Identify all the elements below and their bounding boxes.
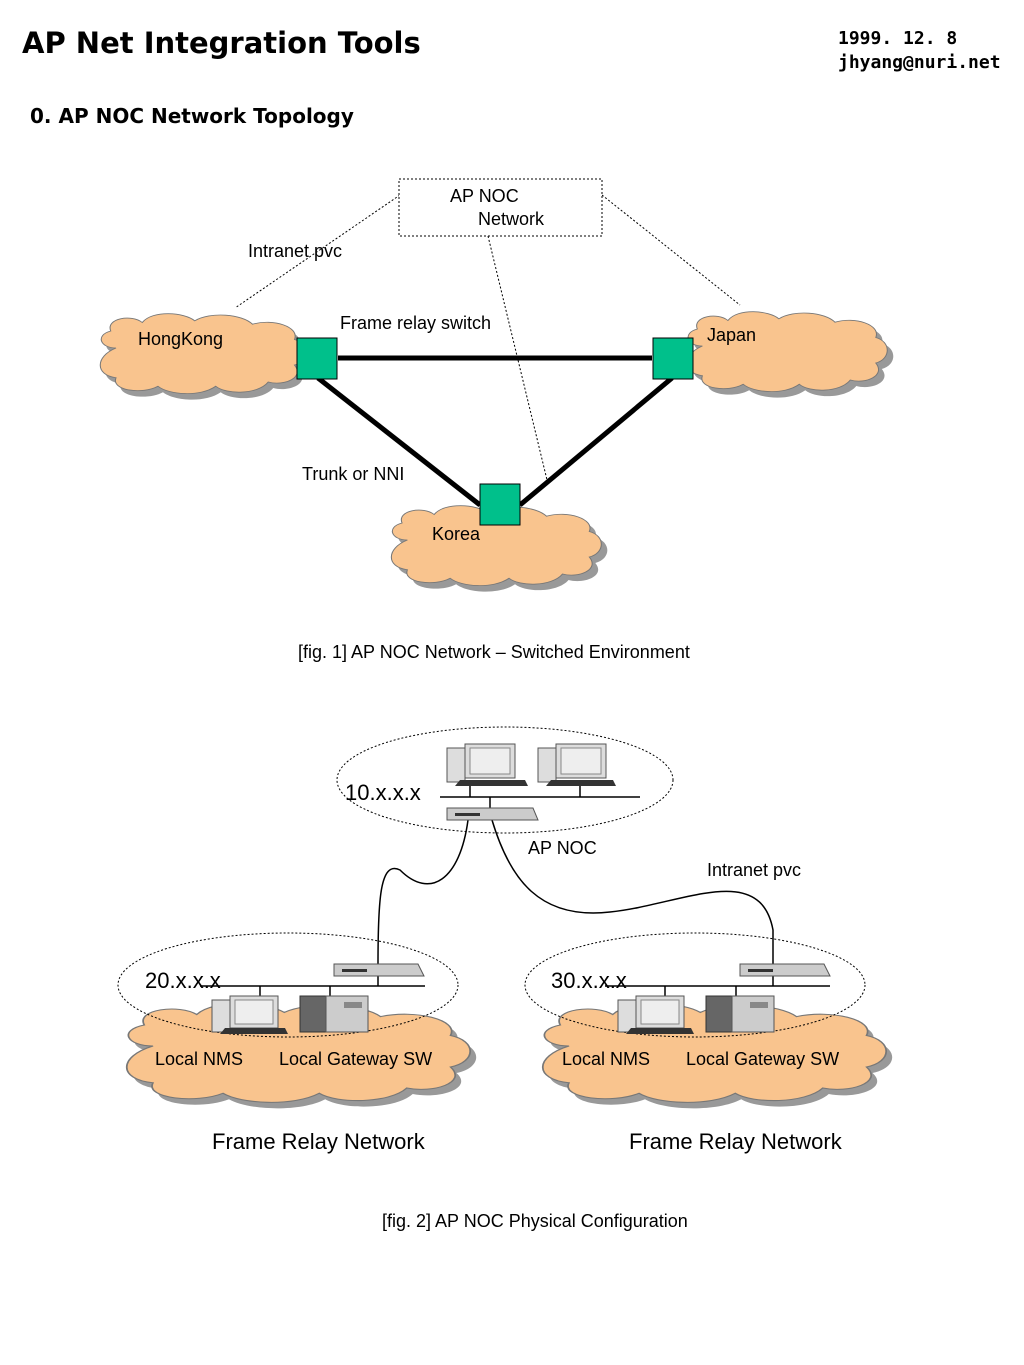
noc-subnet-label: 10.x.x.x [345,780,421,805]
noc-subnet-ellipse [336,726,674,834]
noc-box-label-2: Network [478,209,545,229]
page-title: AP Net Integration Tools [22,26,421,60]
pvc-line-hongkong [234,194,401,309]
japan-label: Japan [707,325,757,345]
noc-workstation-2 [537,743,616,786]
right-gateway-server [705,995,775,1033]
link-noc-left [377,819,469,965]
intranet-pvc-label: Intranet pvc [248,241,343,261]
right-nms-workstation [617,995,694,1034]
left-frame-relay-label: Frame Relay Network [212,1129,425,1154]
trunk-hk-kr [316,376,482,507]
left-subnet-label: 20.x.x.x [145,968,221,993]
author-email: jhyang@nuri.net [838,52,1001,73]
right-subnet-ellipse [524,932,866,1038]
switch-korea [479,483,521,526]
noc-router [446,807,539,821]
noc-box-label-1: AP NOC [450,186,519,206]
trunk-label: Trunk or NNI [302,464,405,484]
noc-label: AP NOC [528,838,597,858]
hongkong-label: HongKong [138,329,224,349]
figure-2-caption: [fig. 2] AP NOC Physical Configuration [382,1211,688,1231]
document-date: 1999. 12. 8 [838,28,958,49]
switch-japan [652,337,694,380]
section-title: 0. AP NOC Network Topology [30,104,354,128]
left-router [333,963,425,977]
left-gateway-server [299,995,369,1033]
right-subnet-label: 30.x.x.x [551,968,627,993]
pvc-line-korea [487,235,549,485]
link-noc-right [491,819,774,964]
left-local-nms-label: Local NMS [155,1049,244,1069]
left-local-gateway-label: Local Gateway SW [279,1049,433,1069]
left-subnet-ellipse [117,932,459,1038]
figure-1-caption: [fig. 1] AP NOC Network – Switched Envir… [298,642,690,662]
fig2-intranet-pvc-label: Intranet pvc [707,860,802,880]
noc-network-box [398,178,603,237]
right-router [739,963,831,977]
right-local-nms-label: Local NMS [562,1049,651,1069]
switch-hongkong [296,337,338,380]
trunk-jp-kr [518,376,674,507]
right-frame-relay-label: Frame Relay Network [629,1129,842,1154]
korea-label: Korea [432,524,481,544]
frame-relay-switch-label: Frame relay switch [340,313,492,333]
cloud-hongkong [99,313,312,400]
pvc-line-japan [601,194,741,306]
noc-workstation-1 [446,743,528,786]
right-local-gateway-label: Local Gateway SW [686,1049,840,1069]
left-nms-workstation [211,995,288,1034]
